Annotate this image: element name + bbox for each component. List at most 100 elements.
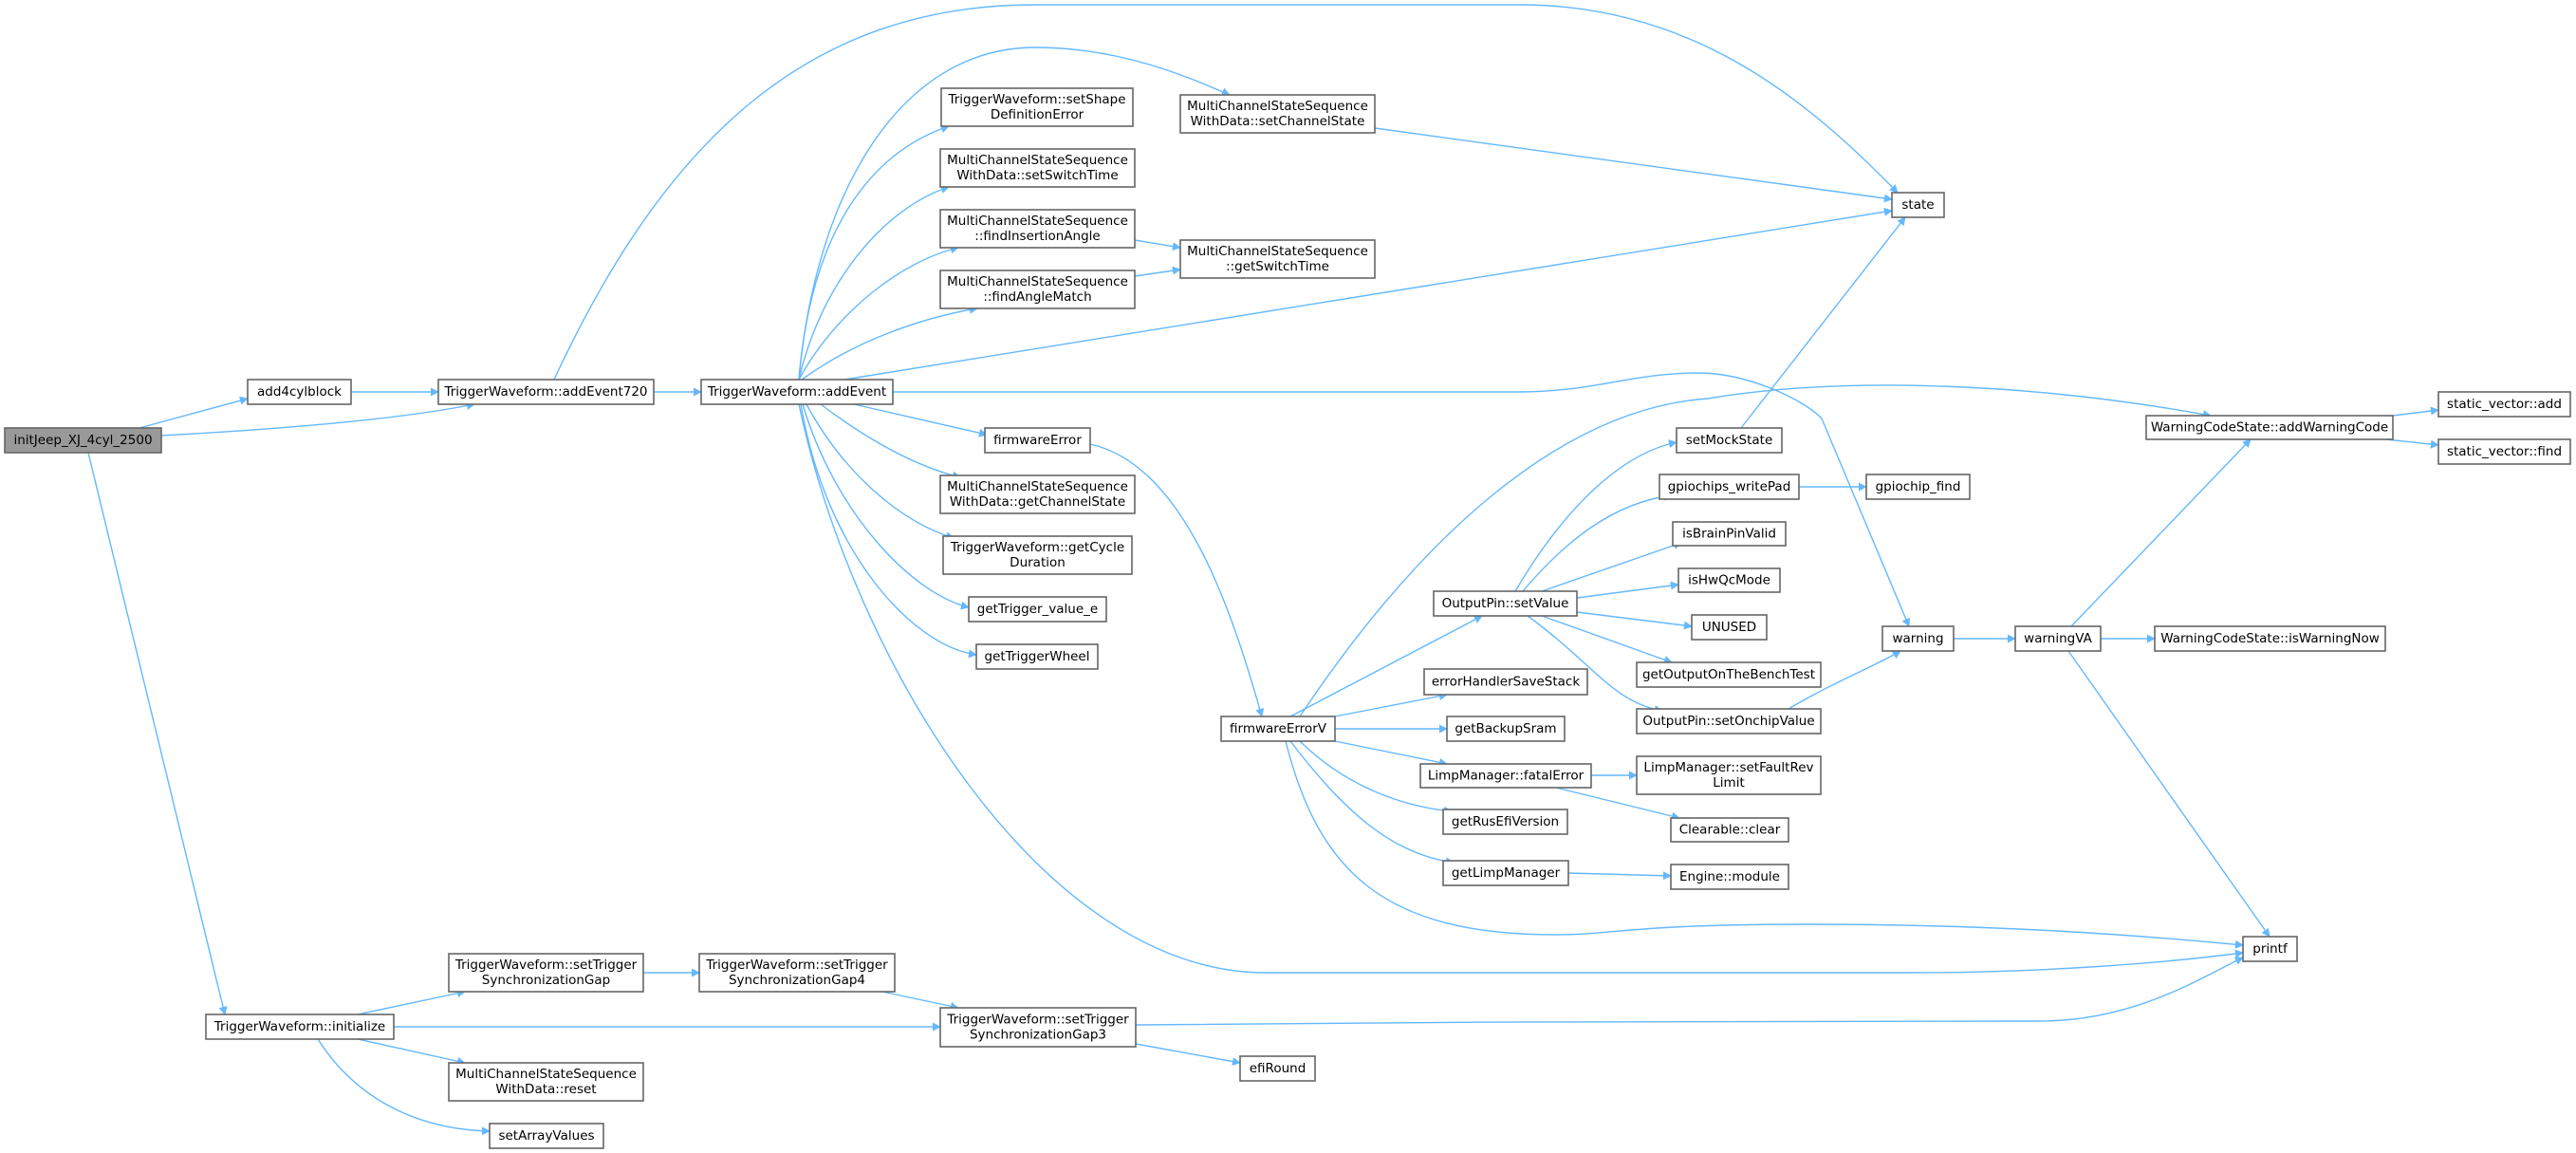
call-edge-findInsertionAngle-to-getSwitchTime xyxy=(1134,239,1181,251)
graph-node-addEvent[interactable]: TriggerWaveform::addEvent xyxy=(700,379,894,405)
graph-node-printf[interactable]: printf xyxy=(2242,936,2298,962)
node-label: static_vector::add xyxy=(2447,397,2562,412)
graph-node-initJeep[interactable]: initJeep_XJ_4cyl_2500 xyxy=(4,427,162,454)
graph-node-findAngleMatch[interactable]: MultiChannelStateSequence::findAngleMatc… xyxy=(939,270,1136,309)
graph-node-errorHandlerSaveStack[interactable]: errorHandlerSaveStack xyxy=(1423,668,1588,696)
call-edge-initialize-to-syncGap xyxy=(357,989,466,1015)
node-label: ::findAngleMatch xyxy=(983,289,1091,305)
graph-node-firmwareErrorV[interactable]: firmwareErrorV xyxy=(1220,716,1336,742)
node-label: errorHandlerSaveStack xyxy=(1432,675,1581,690)
node-box xyxy=(940,87,1134,127)
graph-node-getTriggerWheel[interactable]: getTriggerWheel xyxy=(975,643,1099,670)
graph-node-vecAdd[interactable]: static_vector::add xyxy=(2437,391,2571,418)
call-edge-addEvent720-to-state xyxy=(553,4,1899,381)
node-box xyxy=(1677,567,1781,593)
node-box xyxy=(1636,661,1822,688)
node-label: Clearable::clear xyxy=(1679,823,1781,838)
graph-node-isBrainPinValid[interactable]: isBrainPinValid xyxy=(1672,521,1787,547)
graph-node-syncGap3[interactable]: TriggerWaveform::setTriggerSynchronizati… xyxy=(939,1007,1137,1048)
graph-node-isHwQcMode[interactable]: isHwQcMode xyxy=(1677,567,1781,593)
node-box xyxy=(448,1062,644,1102)
call-edge-syncGap3-to-efiRound xyxy=(1135,1043,1241,1066)
call-edge-firmwareErrorV-to-addWarningCode xyxy=(1299,384,2212,717)
graph-node-setOnchipValue[interactable]: OutputPin::setOnchipValue xyxy=(1636,708,1822,735)
graph-node-setValue[interactable]: OutputPin::setValue xyxy=(1433,590,1578,617)
call-edge-setValue-to-unused xyxy=(1576,611,1693,630)
graph-node-setSwitchTime[interactable]: MultiChannelStateSequenceWithData::setSw… xyxy=(939,148,1136,188)
graph-node-getTriggerValueE[interactable]: getTrigger_value_e xyxy=(968,596,1107,623)
graph-node-unused[interactable]: UNUSED xyxy=(1691,614,1768,641)
call-edge-initJeep-to-addEvent720 xyxy=(160,401,475,437)
call-edge-addEvent-to-getTriggerValueE xyxy=(802,403,970,610)
node-box xyxy=(489,1123,604,1149)
call-edge-warningVA-to-printf xyxy=(2067,650,2270,938)
graph-node-getSwitchTime[interactable]: MultiChannelStateSequence::getSwitchTime xyxy=(1179,239,1376,279)
call-edge-findAngleMatch-to-getSwitchTime xyxy=(1134,266,1181,277)
call-edge-firmwareErrorV-to-fatalError xyxy=(1334,740,1448,767)
node-box xyxy=(2437,391,2571,418)
graph-node-setMockState[interactable]: setMockState xyxy=(1676,427,1783,454)
node-box xyxy=(1636,708,1822,735)
node-label: Limit xyxy=(1713,775,1744,790)
graph-node-addEvent720[interactable]: TriggerWaveform::addEvent720 xyxy=(437,379,655,405)
call-edge-setValue-to-gpiochipsWritePad xyxy=(1522,492,1673,592)
graph-node-state[interactable]: state xyxy=(1891,192,1945,218)
node-label: initJeep_XJ_4cyl_2500 xyxy=(13,433,152,448)
graph-node-engineModule[interactable]: Engine::module xyxy=(1670,864,1789,890)
call-edge-addEvent-to-setSwitchTime xyxy=(798,185,950,381)
node-label: OutputPin::setValue xyxy=(1442,596,1569,611)
graph-node-warningVA[interactable]: warningVA xyxy=(2014,625,2102,652)
graph-node-warning[interactable]: warning xyxy=(1881,625,1955,652)
call-edge-firmwareErrorV-to-setValue xyxy=(1289,615,1483,717)
graph-node-setArrayValues[interactable]: setArrayValues xyxy=(489,1123,604,1149)
graph-node-fatalError[interactable]: LimpManager::fatalError xyxy=(1419,763,1592,789)
call-edge-firmwareErrorV-to-errorHandlerSaveStack xyxy=(1334,692,1448,717)
node-label: TriggerWaveform::addEvent xyxy=(707,384,886,400)
graph-node-getBackupSram[interactable]: getBackupSram xyxy=(1446,716,1566,742)
graph-node-clear[interactable]: Clearable::clear xyxy=(1670,817,1789,843)
graph-node-syncGap4[interactable]: TriggerWaveform::setTriggerSynchronizati… xyxy=(698,953,896,993)
node-label: gpiochip_find xyxy=(1876,479,1961,494)
node-label: TriggerWaveform::setTrigger xyxy=(705,958,888,973)
node-label: TriggerWaveform::getCycle xyxy=(950,540,1124,555)
graph-node-firmwareError[interactable]: firmwareError xyxy=(984,427,1091,454)
node-box xyxy=(968,596,1107,623)
node-box xyxy=(939,270,1136,309)
graph-node-initialize[interactable]: TriggerWaveform::initialize xyxy=(205,1014,395,1040)
graph-node-getLimpManager[interactable]: getLimpManager xyxy=(1442,860,1569,886)
graph-node-vecFind[interactable]: static_vector::find xyxy=(2437,438,2571,465)
node-label: TriggerWaveform::setShape xyxy=(947,92,1125,107)
node-label: TriggerWaveform::setTrigger xyxy=(454,958,638,973)
node-box xyxy=(1442,860,1569,886)
graph-node-addWarningCode[interactable]: WarningCodeState::addWarningCode xyxy=(2145,415,2394,440)
graph-node-findInsertionAngle[interactable]: MultiChannelStateSequence::findInsertion… xyxy=(939,209,1136,249)
call-edge-addEvent-to-findAngleMatch xyxy=(801,305,978,381)
graph-node-setChannelState[interactable]: MultiChannelStateSequenceWithData::setCh… xyxy=(1179,94,1376,134)
node-label: printf xyxy=(2252,941,2289,957)
graph-node-getOutputOnTheBenchTest[interactable]: getOutputOnTheBenchTest xyxy=(1636,661,1822,688)
call-edge-addEvent-to-setChannelState xyxy=(798,46,1231,381)
graph-node-getChannelState[interactable]: MultiChannelStateSequenceWithData::getCh… xyxy=(939,474,1136,514)
graph-node-getRusEfiVersion[interactable]: getRusEfiVersion xyxy=(1442,809,1568,835)
graph-node-efiRound[interactable]: efiRound xyxy=(1239,1055,1316,1082)
call-edge-firmwareErrorV-to-getLimpManager xyxy=(1289,740,1455,866)
node-label: warning xyxy=(1892,631,1943,646)
graph-node-gpiochipFind[interactable]: gpiochip_find xyxy=(1865,474,1971,500)
graph-node-add4cylblock[interactable]: add4cylblock xyxy=(247,379,352,405)
node-label: efiRound xyxy=(1250,1061,1307,1076)
node-box xyxy=(1179,94,1376,134)
node-label: add4cylblock xyxy=(257,384,342,400)
node-box xyxy=(205,1014,395,1040)
call-edge-initJeep-to-add4cylblock xyxy=(139,396,249,429)
graph-node-isWarningNow[interactable]: WarningCodeState::isWarningNow xyxy=(2154,625,2386,652)
graph-node-gpiochipsWritePad[interactable]: gpiochips_writePad xyxy=(1659,474,1800,500)
graph-node-syncGap[interactable]: TriggerWaveform::setTriggerSynchronizati… xyxy=(448,953,644,993)
node-box xyxy=(939,148,1136,188)
node-label: firmwareErrorV xyxy=(1230,721,1327,736)
